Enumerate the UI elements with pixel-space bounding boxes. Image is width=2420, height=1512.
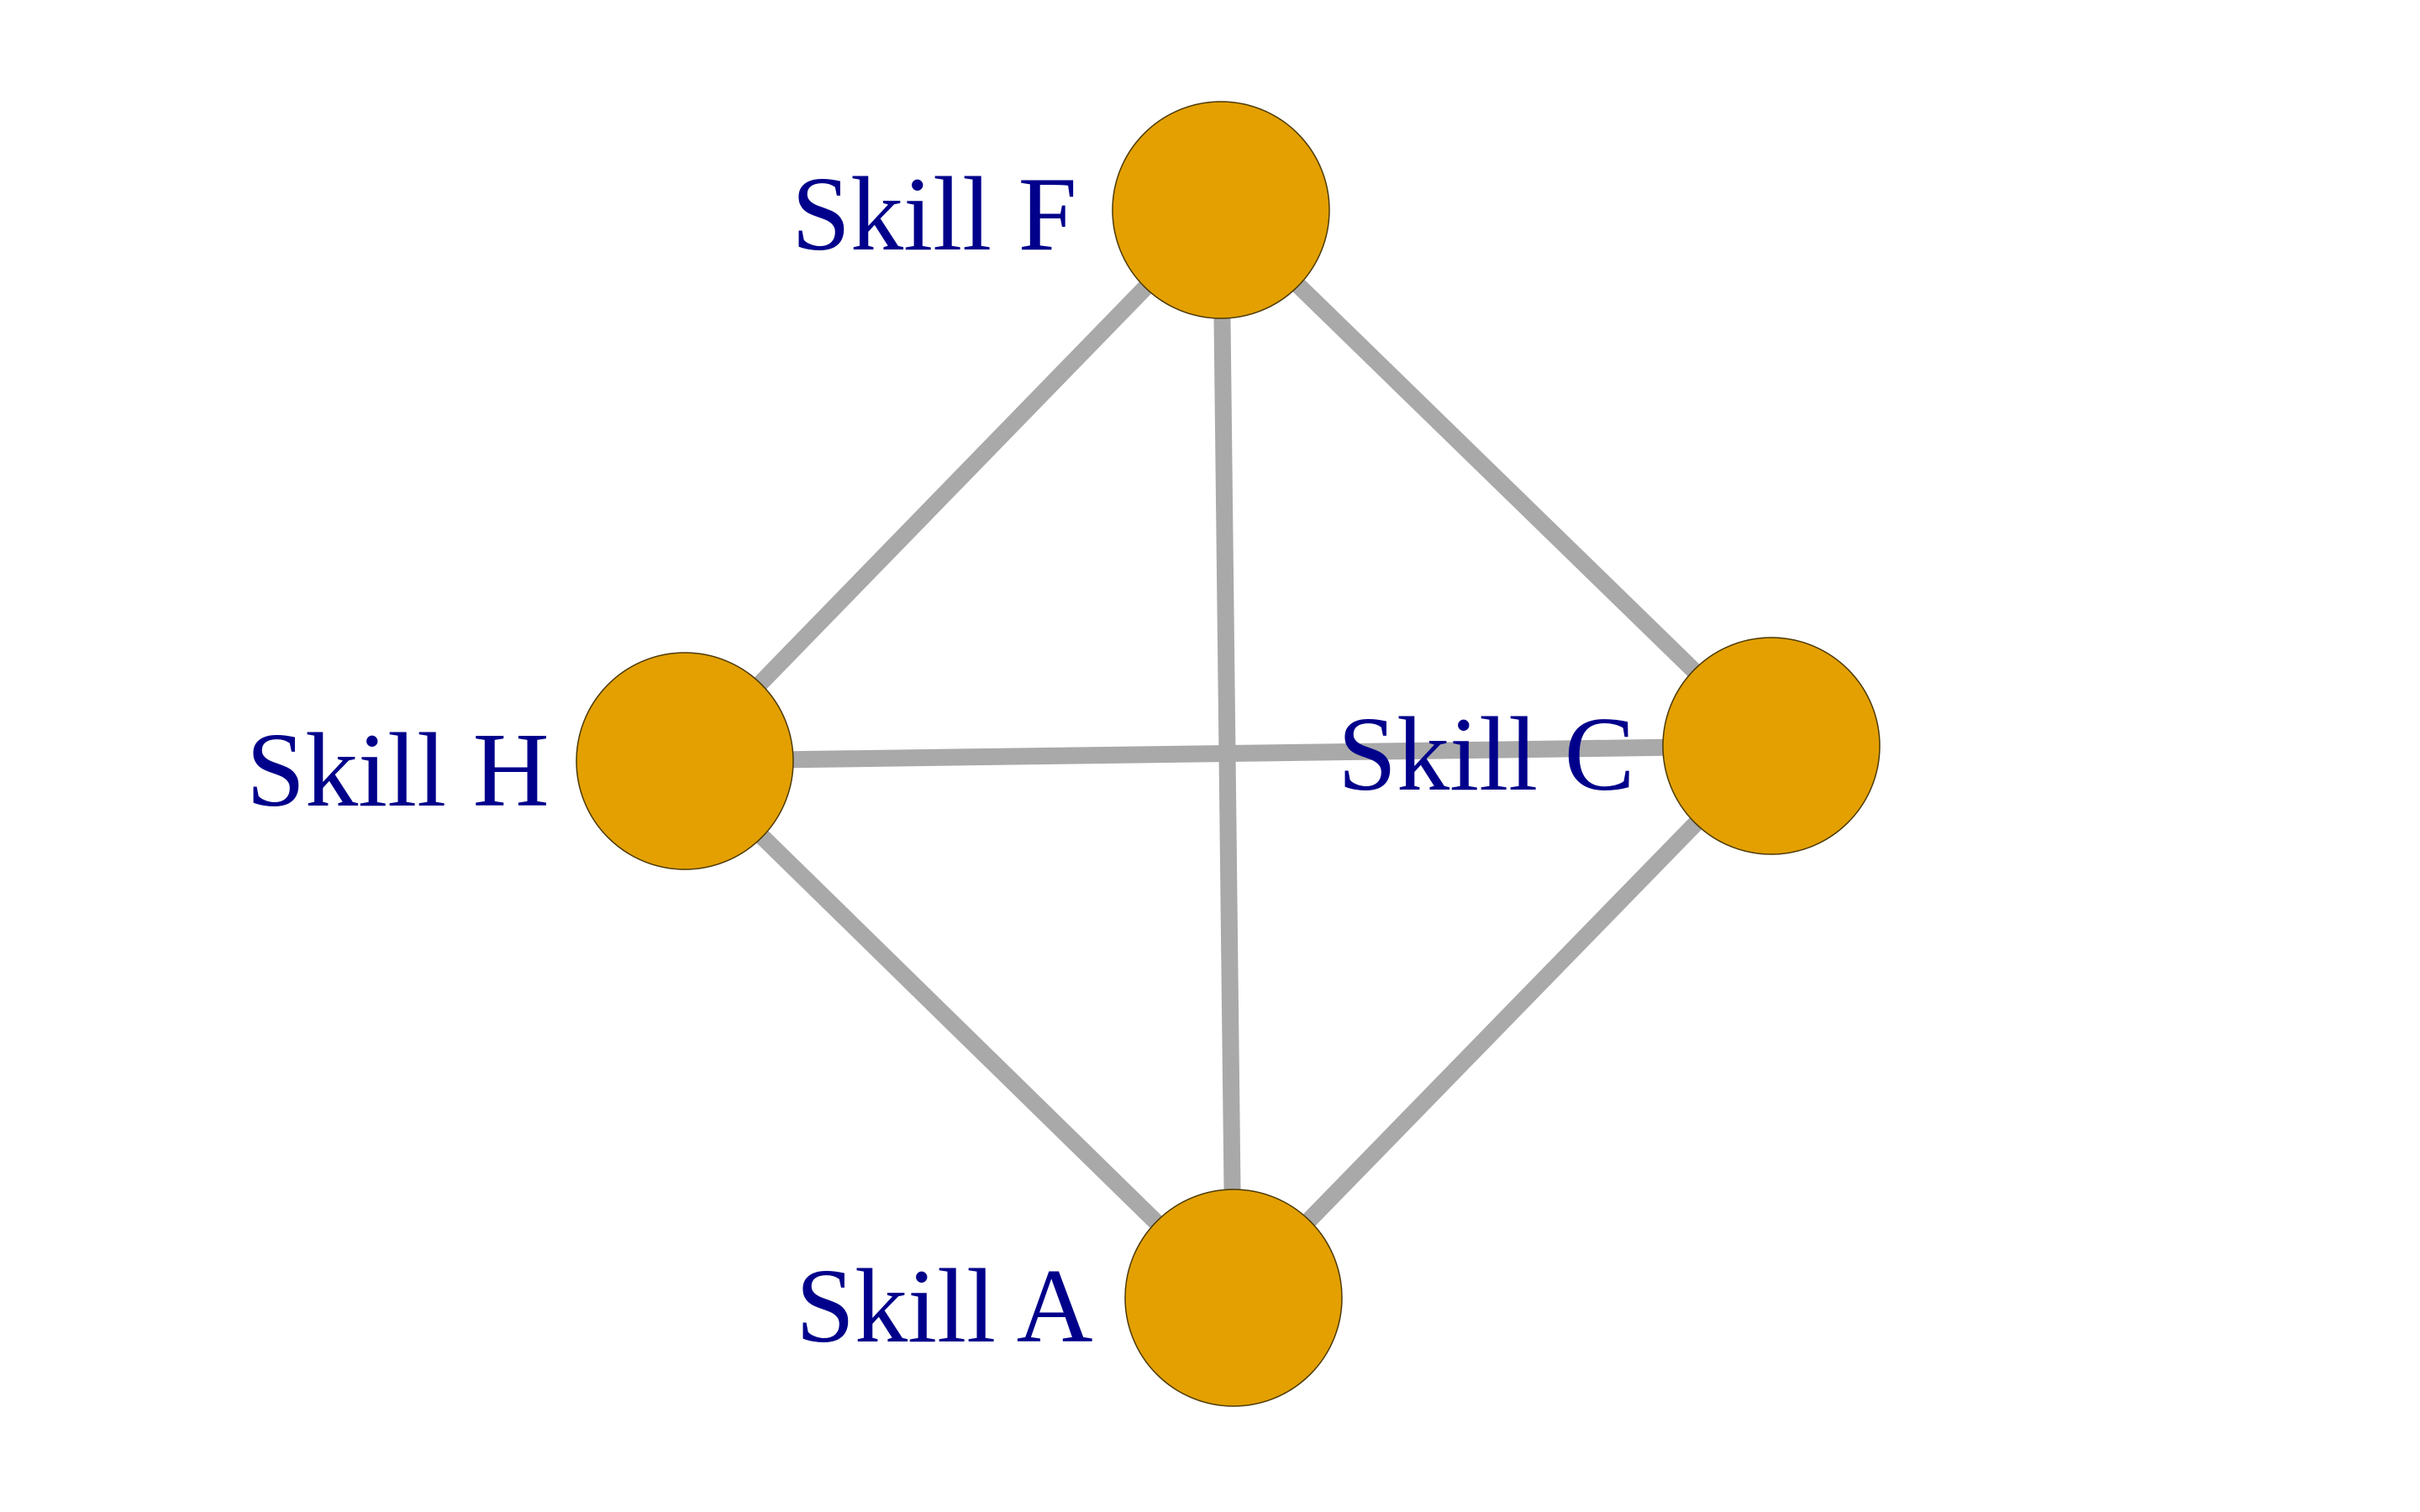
label-layer: Skill F Skill H Skill C Skill A (246, 156, 1635, 1365)
node-label-skill-a: Skill A (796, 1248, 1093, 1365)
node-skill-a (1124, 1189, 1343, 1407)
node-label-skill-f: Skill F (792, 156, 1077, 273)
node-skill-h (576, 652, 794, 870)
node-skill-f (1112, 101, 1330, 319)
edge-f-h (678, 204, 1228, 767)
node-label-skill-h: Skill H (246, 712, 550, 829)
node-skill-c (1662, 637, 1881, 855)
edge-layer (678, 203, 1778, 1305)
edge-h-c (684, 738, 1772, 769)
edge-h-a (679, 754, 1239, 1305)
node-label-skill-c: Skill C (1338, 696, 1635, 813)
node-layer (576, 101, 1881, 1407)
edge-c-a (1227, 740, 1778, 1304)
edge-f-c (1215, 203, 1777, 753)
